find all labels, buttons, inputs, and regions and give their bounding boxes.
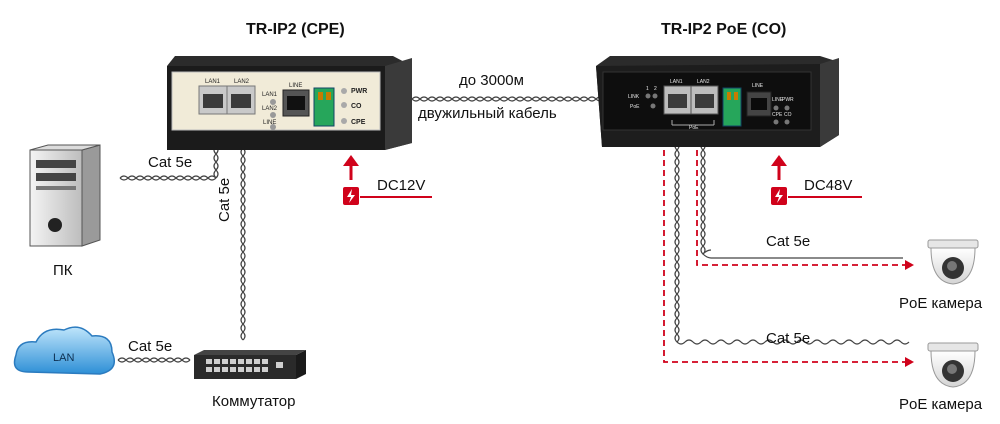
cpe-device: [167, 56, 412, 150]
pc-cable-label: Cat 5e: [148, 154, 193, 171]
switch-label: Коммутатор: [212, 393, 296, 410]
cpe-led-lan2-label: LAN2: [262, 106, 278, 112]
camera1-icon: [927, 239, 979, 285]
poe-arrow-camera1: [905, 260, 914, 270]
cpe-device-title: TR-IP2 (CPE): [246, 21, 345, 38]
cpe-power-label: DC12V: [377, 177, 426, 194]
poe-flow-camera2: [663, 150, 905, 363]
link-distance-label: до 3000м: [459, 72, 524, 89]
poe-power-flow: [663, 150, 905, 363]
cpe-led-line: [270, 124, 276, 130]
co-led-cpe: [773, 119, 779, 125]
lan-cable-label: Cat 5e: [128, 338, 173, 355]
camera2-label: PoE камера: [899, 396, 983, 413]
co-device: [596, 56, 839, 147]
co-led-co-label: CO: [784, 112, 792, 118]
co-power-arrow: [771, 155, 862, 205]
pc-label: ПК: [53, 262, 73, 279]
link-cable-label: двужильный кабель: [418, 105, 557, 122]
co-led-co: [784, 119, 790, 125]
co-led-cpe-label: CPE: [772, 112, 783, 118]
co-lan1-label: LAN1: [670, 79, 683, 85]
cpe-co-label: CO: [351, 103, 362, 110]
camera2-cable-label: Cat 5e: [766, 330, 811, 347]
pc-icon: [29, 144, 101, 247]
cpe-led-lan2: [270, 112, 276, 118]
cpe-led-cpe: [341, 118, 347, 124]
switch-cable: [240, 139, 246, 341]
lan-cloud-label: LAN: [53, 352, 74, 364]
cpe-led-co: [341, 102, 347, 108]
camera1-cable: [700, 141, 903, 259]
cpe-led-line-label: LINE: [263, 120, 276, 126]
co-device-title: TR-IP2 PoE (CO): [661, 21, 787, 38]
cpe-pwr-label: PWR: [351, 88, 367, 95]
co-led-pwr: [784, 105, 790, 111]
co-link-label: LINK: [628, 94, 640, 100]
co-power-label: DC48V: [804, 177, 853, 194]
co-power-terminal[interactable]: [722, 87, 742, 127]
co-lan2-label: LAN2: [697, 79, 710, 85]
camera1-label: PoE камера: [899, 295, 983, 312]
co-num2-label: 2: [654, 86, 657, 92]
cpe-line-label: LINE: [289, 83, 302, 89]
switch-cable-label: Cat 5e: [216, 177, 233, 222]
cpe-led-lan1: [270, 99, 276, 105]
co-num1-label: 1: [646, 86, 649, 92]
co-led-line: [773, 105, 779, 111]
lan-cloud-icon: [13, 326, 115, 375]
switch-icon: [194, 350, 306, 379]
co-line-label: LINE: [752, 83, 764, 89]
camera1-cable-label: Cat 5e: [766, 233, 811, 250]
cpe-led-lan1-label: LAN1: [262, 92, 278, 98]
co-led-line-label: LINE: [772, 97, 784, 103]
co-poe-label: PoE: [630, 104, 640, 110]
twisted-cables: [117, 96, 910, 363]
cpe-led-pwr: [341, 88, 347, 94]
cpe-lan1-label: LAN1: [205, 79, 221, 85]
co-led-pwr-label: PWR: [782, 97, 794, 103]
cpe-lan2-label: LAN2: [234, 79, 250, 85]
camera2-icon: [927, 342, 979, 388]
lan-cable: [117, 357, 191, 363]
cpe-cpe-label: CPE: [351, 119, 366, 126]
co-poe-bracket-label: PoE: [689, 125, 699, 131]
poe-flow-camera1: [696, 150, 905, 266]
cpe-power-arrow: [343, 155, 432, 205]
poe-arrow-camera2: [905, 357, 914, 367]
